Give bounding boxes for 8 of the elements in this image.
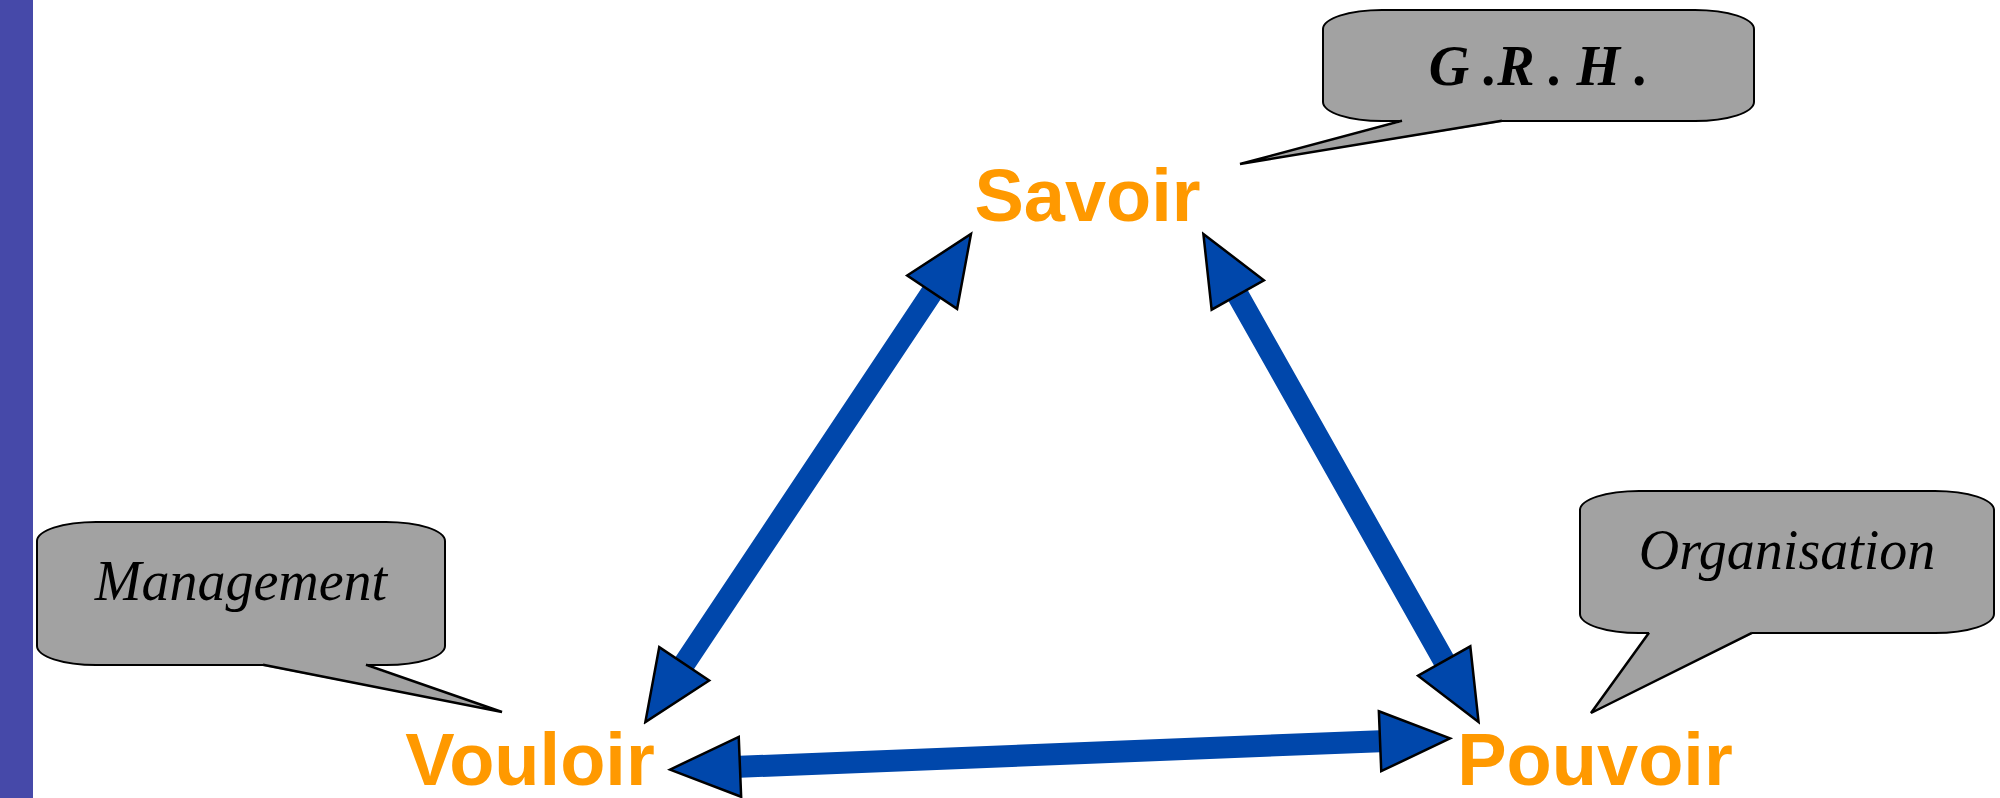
callout-text: G .R . H . <box>1428 33 1649 98</box>
concept-label: Pouvoir <box>1450 722 1740 798</box>
double-arrow <box>668 709 1452 798</box>
side-bar <box>0 0 33 798</box>
concept-label: Vouloir <box>390 722 670 798</box>
callout-text: Management <box>94 549 388 613</box>
callout-text: Organisation <box>1638 517 1936 582</box>
concept-label: Savoir <box>965 158 1210 234</box>
